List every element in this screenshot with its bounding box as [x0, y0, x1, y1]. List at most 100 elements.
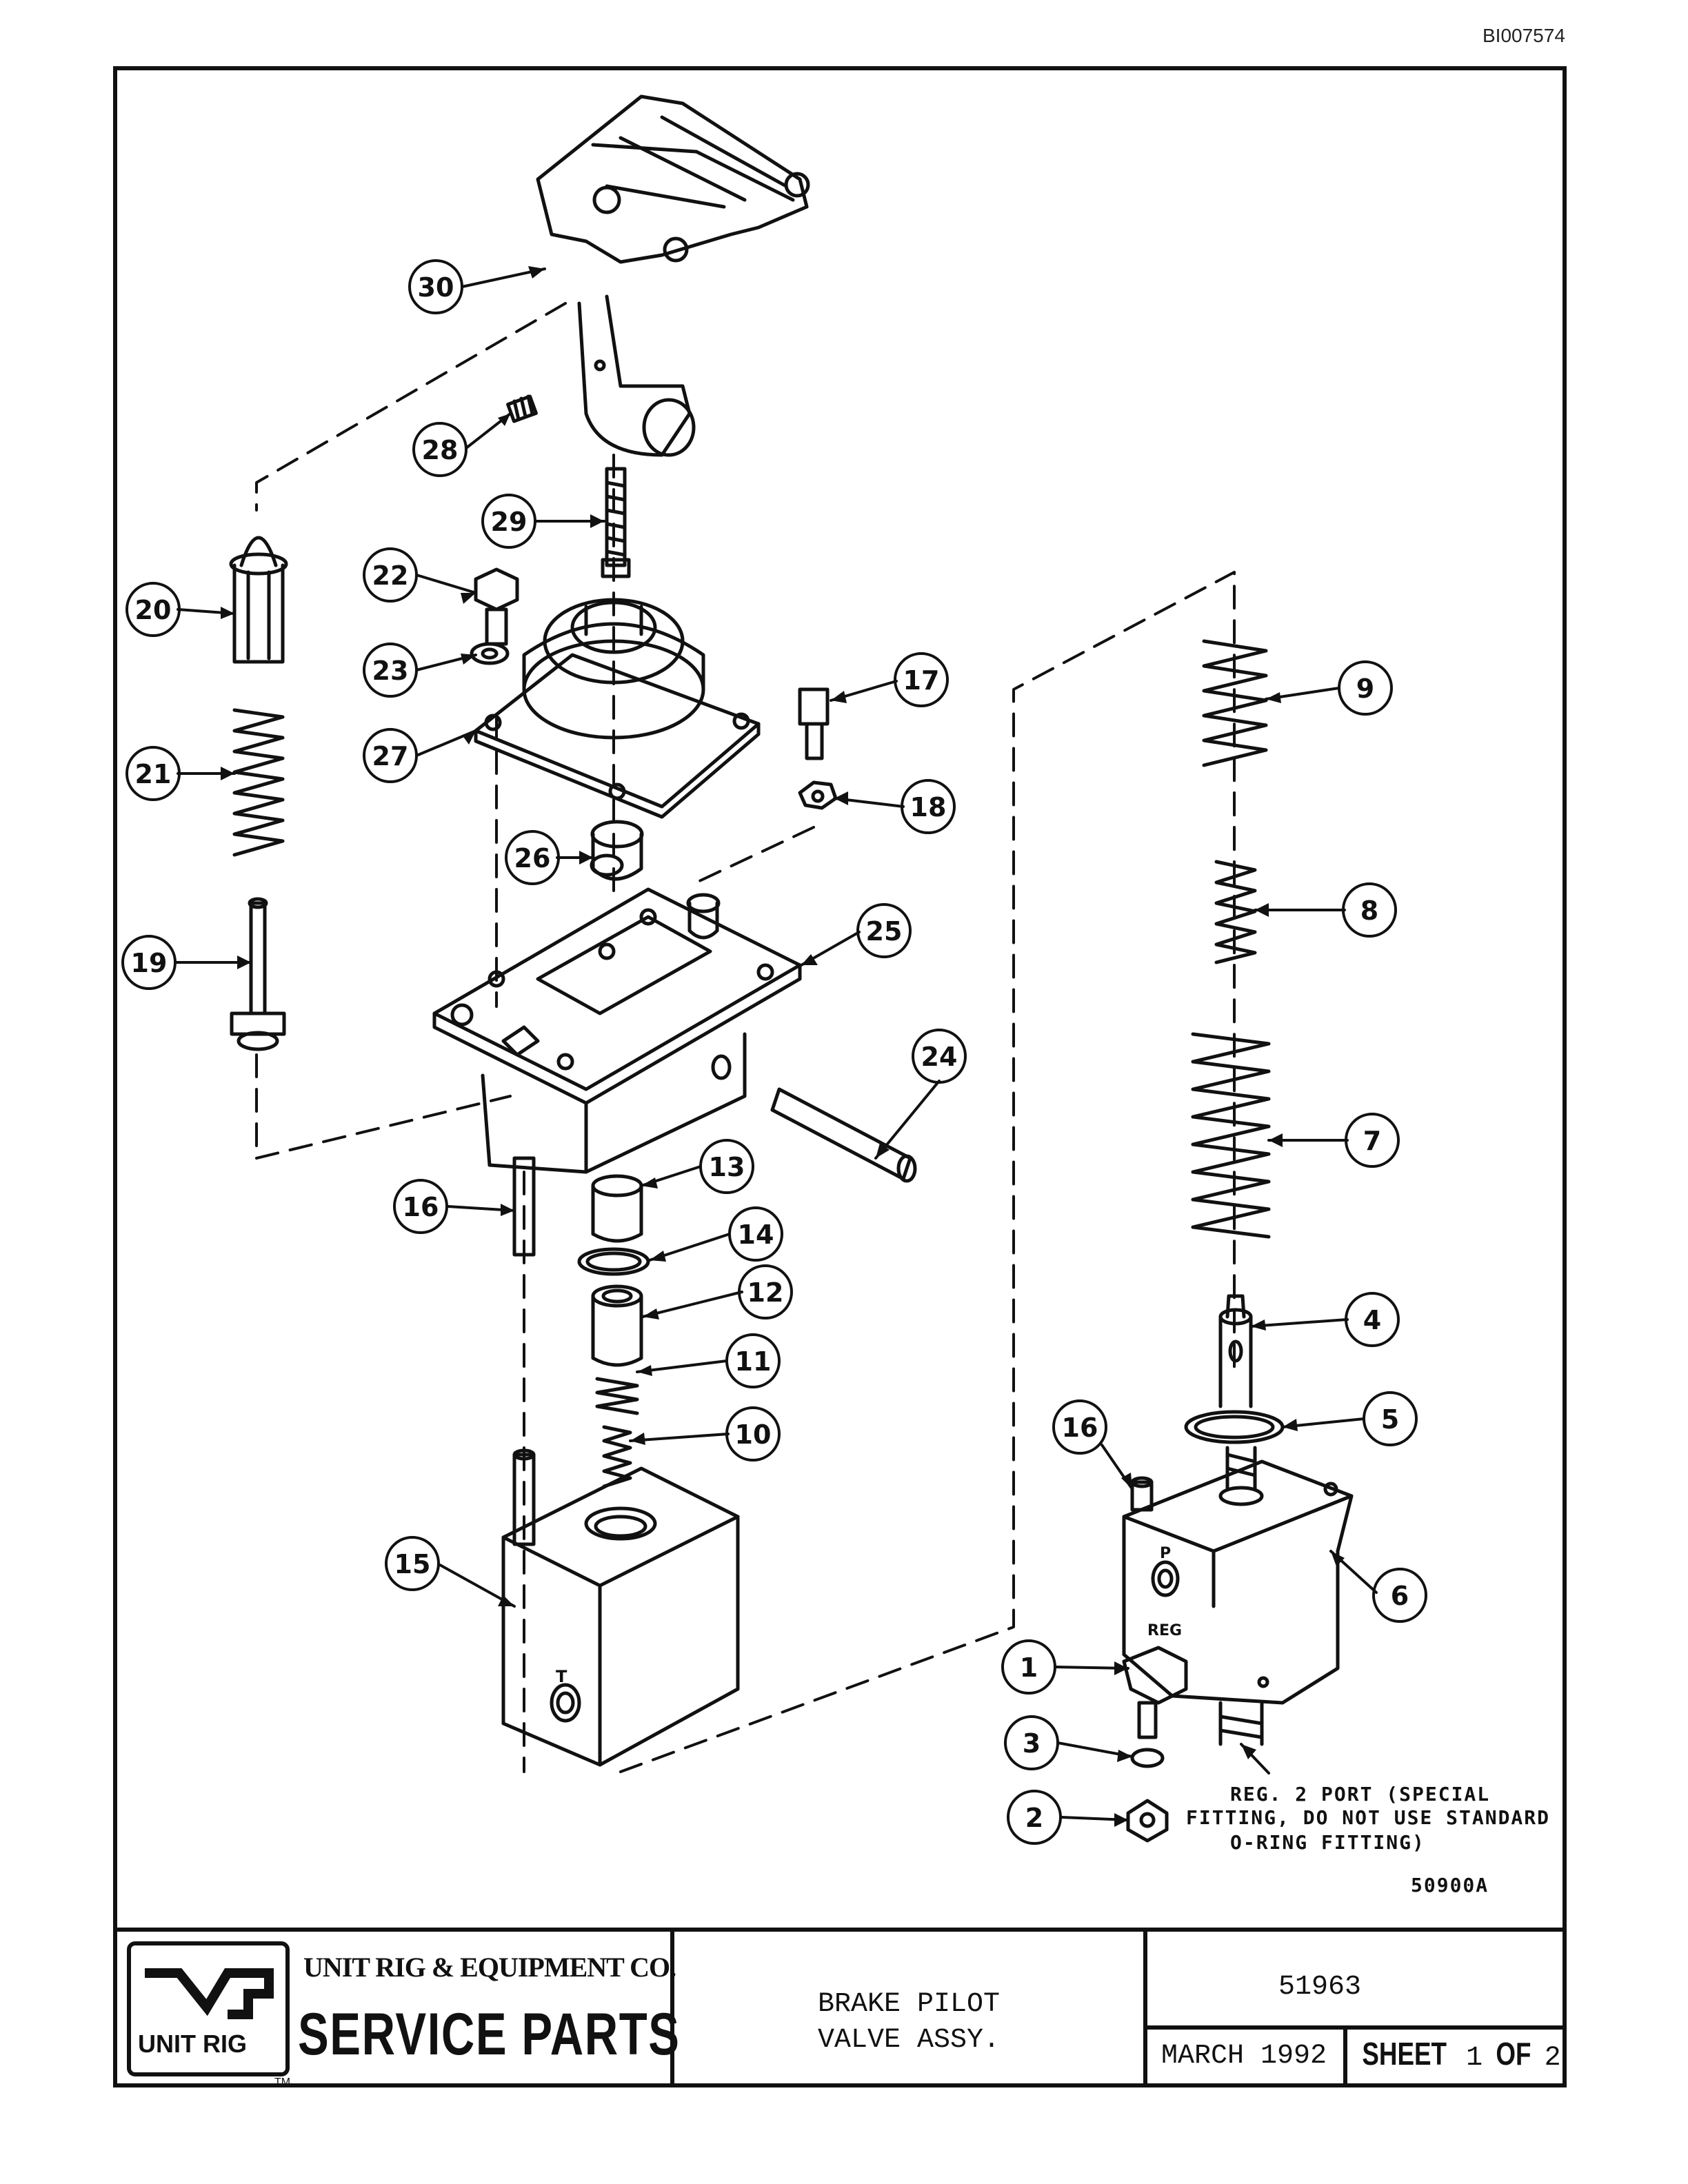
svg-text:9: 9 [1356, 674, 1374, 704]
note-line-1: REG. 2 PORT (SPECIAL [1230, 1783, 1491, 1806]
sheet-number: 1 [1466, 2043, 1483, 2074]
assembly-description: BRAKE PILOT VALVE ASSY. [674, 1987, 1143, 2059]
plunger-part-26 [590, 820, 644, 881]
o-ring-part-14 [577, 1247, 650, 1276]
svg-text:5: 5 [1381, 1404, 1399, 1435]
cap-part-20 [229, 536, 288, 664]
spring-part-7 [1191, 1032, 1271, 1239]
fitting-part-1 [1122, 1646, 1188, 1739]
washer-part-23 [470, 642, 510, 665]
callout-25: 25 [856, 903, 912, 958]
note-line-3: O-RING FITTING) [1230, 1831, 1425, 1854]
washer-part-5 [1184, 1410, 1285, 1444]
svg-text:18: 18 [910, 792, 947, 822]
p-port-label: P [1160, 1545, 1171, 1562]
svg-text:7: 7 [1363, 1126, 1381, 1156]
callout-4: 4 [1345, 1292, 1400, 1347]
screw-part-17 [798, 687, 830, 760]
svg-text:8: 8 [1360, 896, 1378, 926]
callout-6: 6 [1372, 1568, 1427, 1623]
nut-part-2 [1126, 1799, 1169, 1843]
callout-24: 24 [912, 1029, 967, 1084]
drawing-frame [113, 66, 1567, 2087]
svg-text:20: 20 [135, 595, 172, 625]
trademark-mark: TM [274, 2076, 291, 2088]
callout-3: 3 [1004, 1715, 1059, 1770]
assembly-centerlines [255, 302, 1236, 1773]
svg-text:19: 19 [131, 948, 168, 978]
note-line-2: FITTING, DO NOT USE STANDARD [1186, 1806, 1551, 1829]
boot-cover-part-27 [474, 598, 761, 819]
callout-7: 7 [1345, 1113, 1400, 1168]
drawing-number: 50900A [1411, 1874, 1489, 1897]
document-id: BI007574 [1483, 25, 1565, 46]
service-parts-heading: SERVICE PARTS [298, 2001, 681, 2067]
spring-part-11 [595, 1377, 639, 1415]
svg-text:23: 23 [372, 656, 409, 686]
callout-30: 30 [408, 259, 463, 314]
callout-18: 18 [901, 779, 956, 834]
sheet-info: SHEET 1 OF 2 [1352, 2035, 1561, 2074]
description-line-1: BRAKE PILOT [817, 1989, 1001, 2020]
company-name: UNIT RIG & EQUIPMENT CO. [303, 1952, 676, 1983]
rod-part-16-left [512, 1156, 536, 1546]
svg-text:6: 6 [1391, 1581, 1409, 1611]
svg-text:10: 10 [735, 1419, 772, 1450]
title-block-divider-4 [1343, 2025, 1347, 2087]
leader-arrowheads [221, 266, 1345, 1827]
callout-13: 13 [699, 1139, 754, 1194]
issue-date: MARCH 1992 [1161, 2041, 1327, 2072]
leader-lines [174, 267, 1378, 1821]
svg-text:12: 12 [747, 1277, 784, 1308]
sheet-label: SHEET [1362, 2036, 1447, 2072]
title-block: UNIT RIG TM UNIT RIG & EQUIPMENT CO. SER… [113, 1928, 1567, 2088]
sleeve-part-12 [591, 1284, 643, 1367]
spring-part-10 [602, 1425, 632, 1488]
part-number: 51963 [1278, 1972, 1362, 2003]
svg-text:3: 3 [1023, 1728, 1041, 1759]
plunger-part-13 [591, 1174, 643, 1243]
svg-text:21: 21 [135, 759, 172, 789]
svg-text:16: 16 [403, 1192, 439, 1222]
callout-14: 14 [728, 1206, 783, 1262]
callout-9: 9 [1338, 660, 1393, 716]
svg-text:24: 24 [921, 1042, 958, 1072]
nut-part-18 [798, 780, 838, 810]
title-block-divider-2 [1143, 1932, 1147, 2087]
svg-text:26: 26 [514, 843, 551, 873]
company-logo: UNIT RIG [127, 1941, 290, 2076]
t-port-label: T [556, 1667, 567, 1686]
callout-29: 29 [481, 494, 536, 549]
callout-5: 5 [1363, 1391, 1418, 1446]
callout-26: 26 [505, 830, 560, 885]
callout-28: 28 [412, 422, 468, 477]
callout-12: 12 [738, 1264, 793, 1320]
svg-text:29: 29 [491, 507, 528, 537]
housing-part-25 [432, 887, 802, 1174]
svg-text:25: 25 [866, 916, 903, 947]
callout-15: 15 [385, 1536, 440, 1591]
adjusting-screw-part-29 [601, 467, 631, 578]
callout-10: 10 [725, 1406, 781, 1462]
svg-text:14: 14 [738, 1220, 774, 1250]
callout-1: 1 [1001, 1639, 1056, 1695]
spring-part-9 [1202, 639, 1268, 767]
of-label: OF [1496, 2036, 1531, 2072]
pin-part-24 [770, 1087, 917, 1183]
svg-text:27: 27 [372, 741, 409, 771]
callout-2: 2 [1007, 1790, 1062, 1845]
callout-11: 11 [725, 1333, 781, 1388]
sheet-total: 2 [1544, 2043, 1561, 2074]
washer-part-3 [1130, 1748, 1165, 1768]
spring-part-21 [232, 708, 285, 857]
svg-text:2: 2 [1025, 1803, 1043, 1833]
callout-16-left: 16 [393, 1179, 448, 1234]
callout-16-right: 16 [1052, 1399, 1107, 1455]
svg-text:4: 4 [1363, 1305, 1381, 1335]
svg-text:30: 30 [418, 272, 454, 303]
valve-body-part-15 [501, 1466, 740, 1767]
svg-text:17: 17 [903, 665, 940, 696]
svg-text:15: 15 [394, 1549, 431, 1579]
svg-text:1: 1 [1020, 1652, 1038, 1683]
